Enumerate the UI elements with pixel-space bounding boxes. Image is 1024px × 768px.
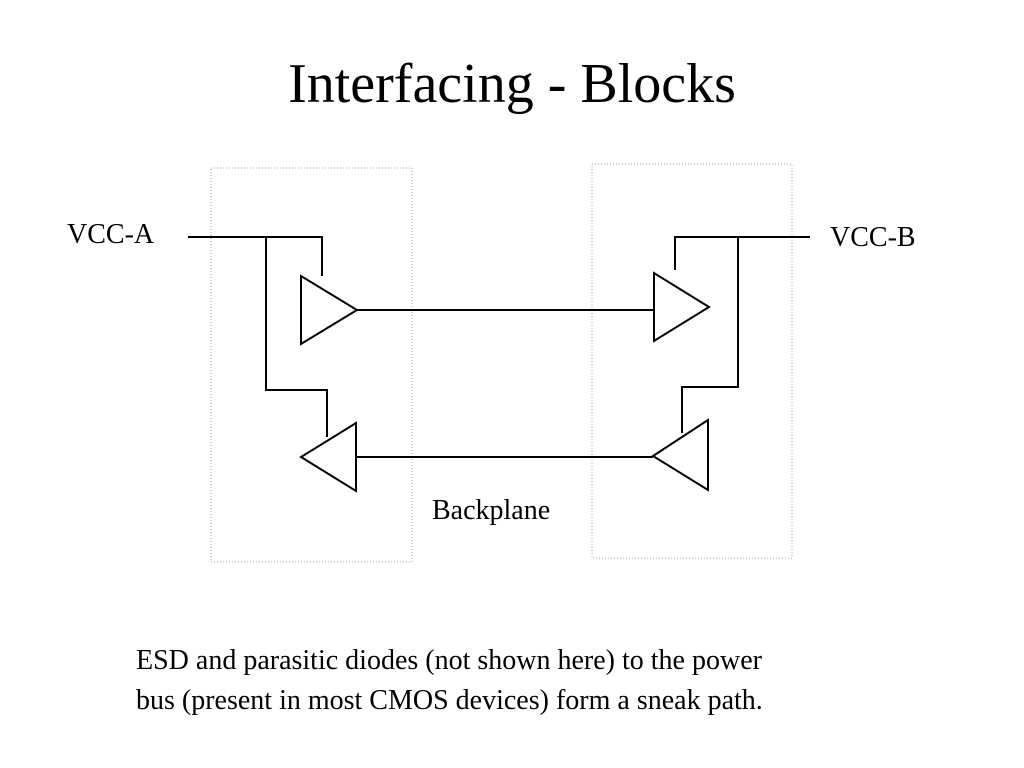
vcc-b-label: VCC-B (830, 222, 916, 253)
device-b-block (591, 163, 793, 559)
slide-title: Interfacing - Blocks (288, 53, 736, 115)
device-a-block (210, 167, 413, 563)
vcc-b-rail (674, 236, 810, 270)
receiver-a-buffer (299, 421, 357, 493)
vcc-a-rail (188, 236, 323, 276)
driver-a-buffer (300, 274, 359, 346)
vcc-a-drop (265, 237, 328, 437)
caption-line-2: bus (present in most CMOS devices) form … (136, 685, 763, 716)
vcc-b-drop (681, 237, 739, 433)
driver-b-buffer (651, 418, 709, 492)
caption-line-1: ESD and parasitic diodes (not shown here… (136, 645, 762, 676)
receiver-b-buffer (653, 271, 711, 343)
backplane-label: Backplane (432, 495, 551, 526)
caption: ESD and parasitic diodes (not shown here… (136, 641, 936, 721)
vcc-a-label: VCC-A (67, 219, 155, 250)
